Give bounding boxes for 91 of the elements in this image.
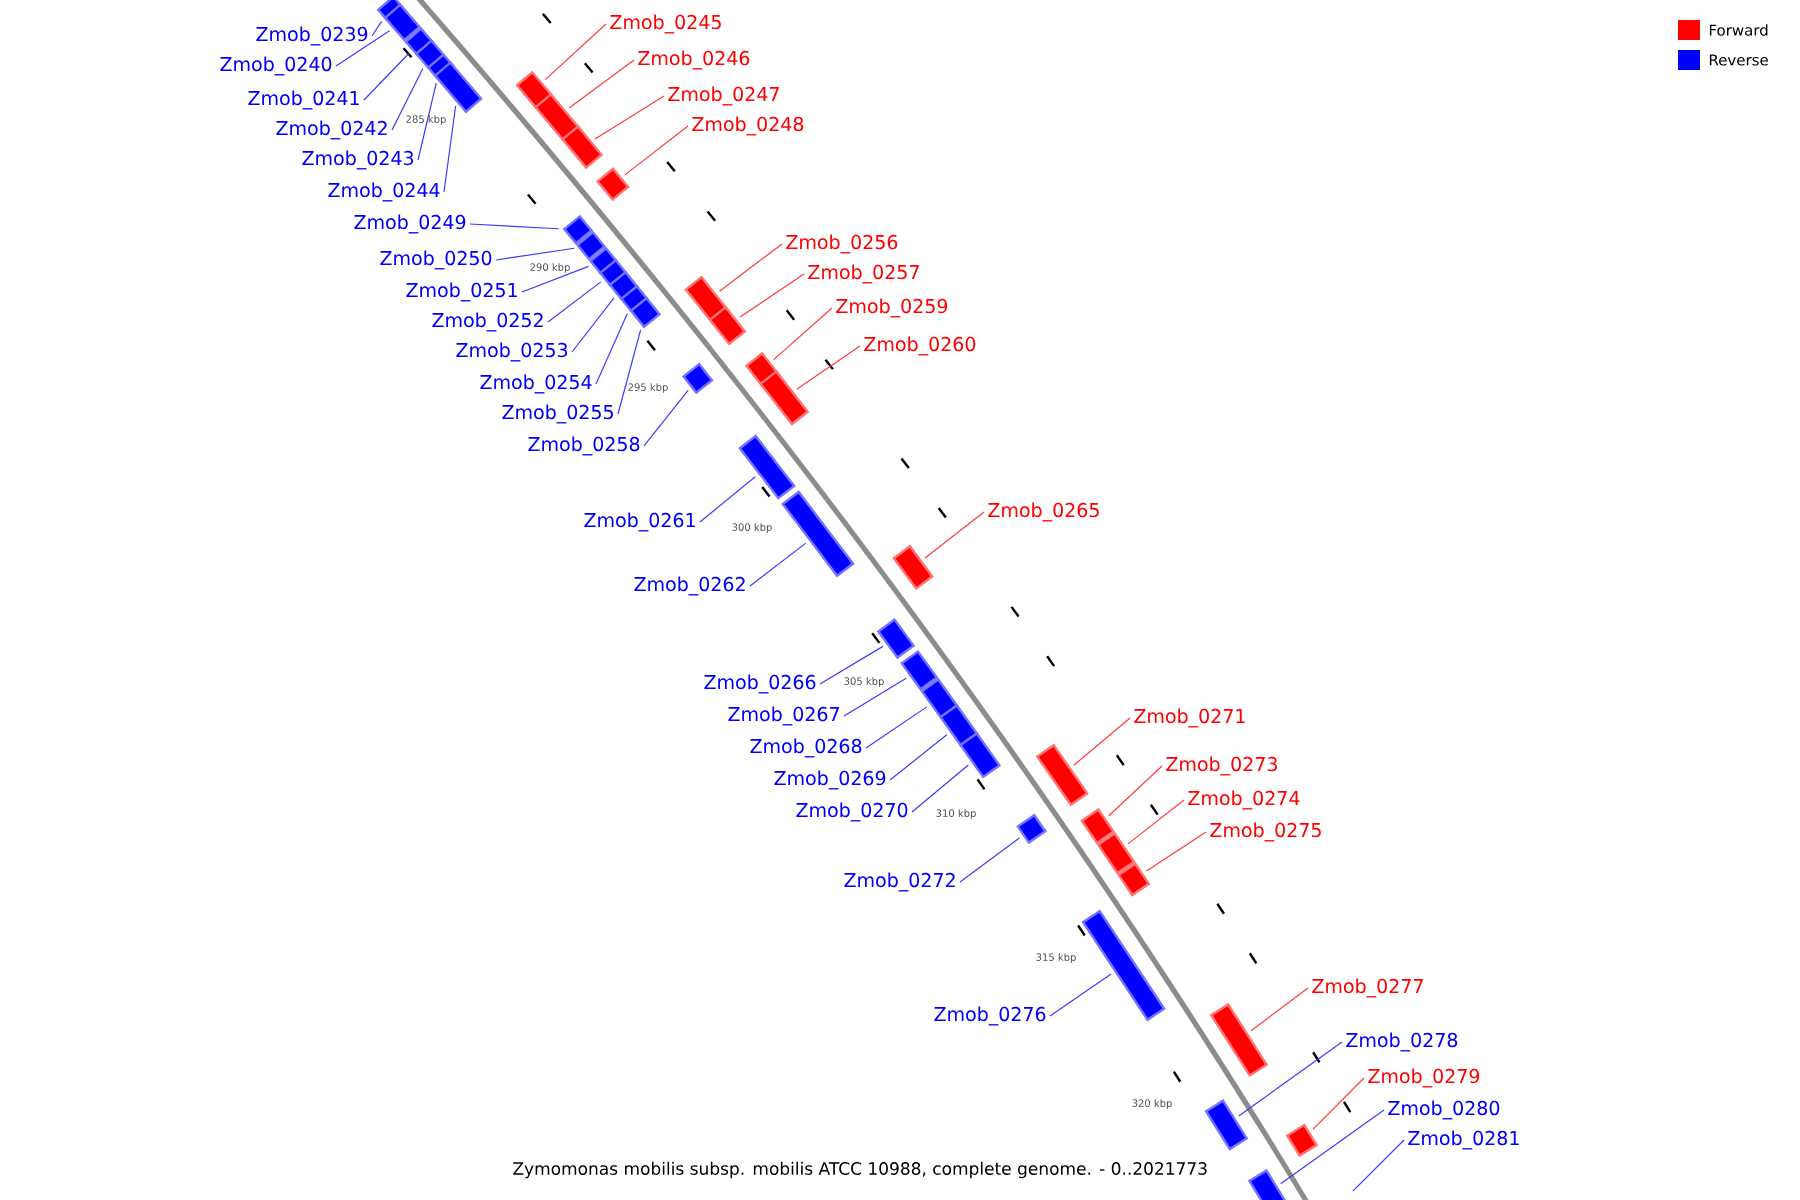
leader-line <box>335 30 391 67</box>
gene-label: Zmob_0270 <box>796 802 908 822</box>
gene-label: Zmob_0262 <box>634 576 745 596</box>
leader-line <box>865 706 928 749</box>
leader-line <box>443 105 457 193</box>
leader-line <box>495 247 575 261</box>
gene-label: Zmob_0275 <box>1210 822 1321 842</box>
leader-line <box>819 645 884 685</box>
gene-label: Zmob_0251 <box>406 282 517 302</box>
leader-line <box>959 837 1020 883</box>
leader-line <box>595 313 628 385</box>
gene-label: Zmob_0281 <box>1408 1130 1519 1150</box>
gene-label: Zmob_0240 <box>220 56 332 76</box>
gene-label: Zmob_0280 <box>1388 1100 1500 1120</box>
leader-line <box>1049 973 1112 1017</box>
gene-block <box>938 703 979 747</box>
leader-line <box>547 281 602 323</box>
leader-line <box>1127 799 1185 845</box>
gene-label: Zmob_0260 <box>864 336 976 356</box>
leader-line <box>371 20 383 37</box>
gene-label: Zmob_0272 <box>844 872 955 892</box>
gene-block <box>738 434 796 500</box>
leader-line <box>568 59 635 109</box>
leader-line <box>1280 1109 1385 1185</box>
leader-line <box>594 95 665 140</box>
gene-label: Zmob_0277 <box>1312 978 1423 998</box>
gene-label: Zmob_0253 <box>456 342 568 362</box>
gene-label: Zmob_0276 <box>934 1006 1046 1026</box>
gene-label: Zmob_0247 <box>668 86 779 106</box>
gene-block <box>1096 831 1136 875</box>
leader-line <box>643 389 689 447</box>
leader-line <box>363 52 410 101</box>
leader-line <box>718 243 783 292</box>
leader-line <box>624 125 689 176</box>
gene-label: Zmob_0252 <box>432 312 543 332</box>
gene-label: Zmob_0243 <box>302 150 414 170</box>
gene-label: Zmob_0241 <box>248 90 359 110</box>
gene-label: Zmob_0278 <box>1346 1032 1458 1052</box>
leader-line <box>739 273 805 318</box>
gene-label: Zmob_0261 <box>584 512 695 532</box>
gene-label: Zmob_0266 <box>704 674 816 694</box>
leader-line <box>617 329 642 415</box>
leader-line <box>469 223 560 230</box>
gene-label: Zmob_0268 <box>750 738 862 758</box>
leader-line <box>796 345 861 390</box>
leader-line <box>1073 717 1131 766</box>
gene-label: Zmob_0250 <box>380 250 492 270</box>
leader-line <box>773 307 833 361</box>
leader-line <box>521 265 590 293</box>
leader-line <box>889 734 948 781</box>
gene-label: Zmob_0245 <box>610 14 721 34</box>
gene-label: Zmob_0255 <box>502 404 613 424</box>
gene-label: Zmob_0259 <box>836 298 948 318</box>
leader-line <box>1108 765 1163 817</box>
gene-block <box>781 490 855 578</box>
leader-line <box>1145 831 1207 872</box>
leader-line <box>843 677 907 717</box>
gene-label: Zmob_0257 <box>808 264 919 284</box>
leader-line <box>1312 1077 1365 1130</box>
gene-label: Zmob_0254 <box>480 374 592 394</box>
gene-label: Zmob_0265 <box>988 502 1099 522</box>
gene-block <box>708 305 747 346</box>
gene-block <box>920 677 959 719</box>
gene-label: Zmob_0258 <box>528 436 640 456</box>
leader-line <box>1238 1041 1343 1117</box>
leader-line <box>749 542 807 587</box>
gene-label: Zmob_0271 <box>1134 708 1245 728</box>
leader-line <box>911 764 969 813</box>
gene-label: Zmob_0242 <box>276 120 387 140</box>
gene-block <box>1247 1168 1289 1200</box>
leader-line <box>1352 1139 1405 1192</box>
leader-line <box>924 511 985 559</box>
gene-label: Zmob_0249 <box>354 214 466 234</box>
leader-line <box>544 23 607 81</box>
gene-label: Zmob_0273 <box>1166 756 1277 776</box>
gene-label: Zmob_0256 <box>786 234 898 254</box>
leader-line <box>571 297 615 353</box>
gene-label: Zmob_0274 <box>1188 790 1300 810</box>
leader-line <box>699 476 756 523</box>
gene-label: Zmob_0239 <box>256 26 368 46</box>
gene-label: Zmob_0246 <box>638 50 750 70</box>
gene-label: Zmob_0269 <box>774 770 886 790</box>
gene-label: Zmob_0248 <box>692 116 804 136</box>
gene-label: Zmob_0267 <box>728 706 839 726</box>
caption: Zymomonas mobilis subsp. mobilis ATCC 10988, complete genome. - 0..2021773 <box>510 1159 1210 1181</box>
leader-line <box>1250 987 1309 1032</box>
gene-label: Zmob_0279 <box>1368 1068 1480 1088</box>
gene-label: Zmob_0244 <box>328 182 440 202</box>
leader-line <box>417 82 437 161</box>
leader-line <box>391 68 424 131</box>
gene-block <box>1117 862 1151 897</box>
